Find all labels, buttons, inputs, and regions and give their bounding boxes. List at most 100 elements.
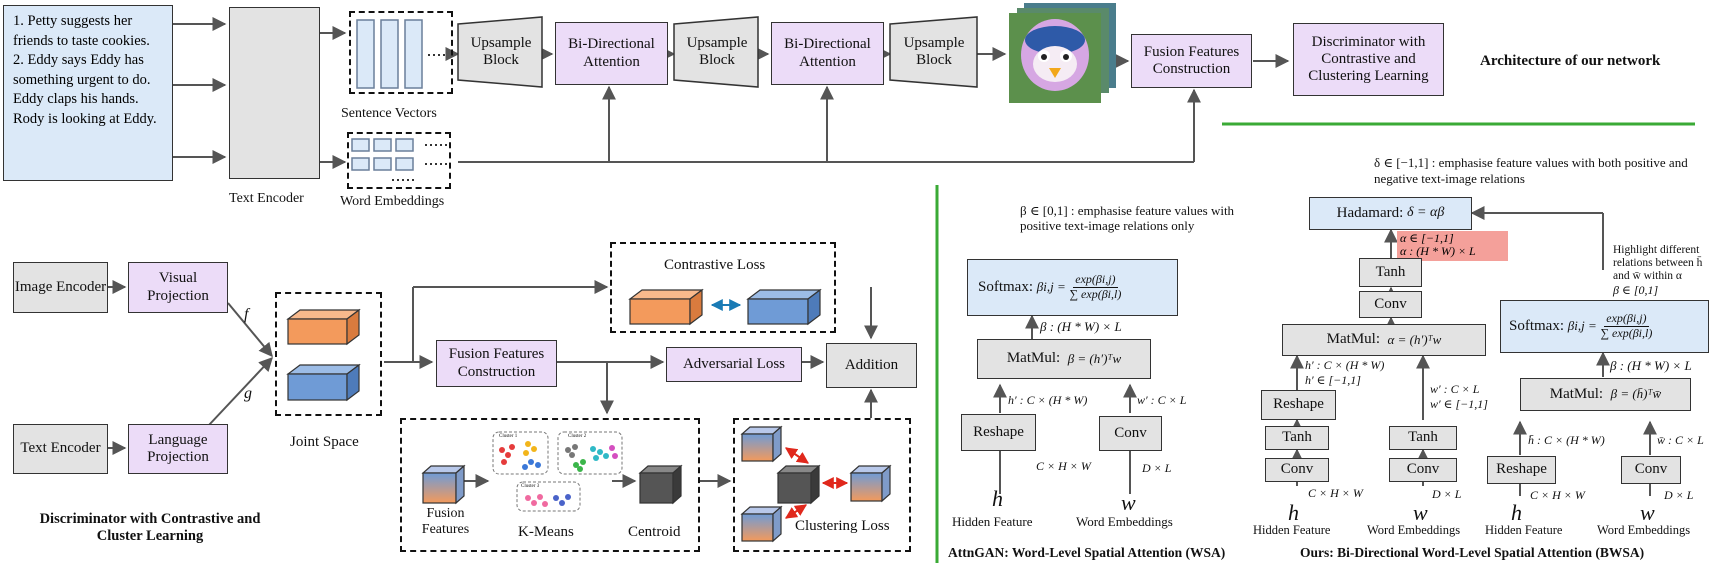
wsa-softmax-den: ∑ exp(βi,l)	[1069, 287, 1122, 301]
bwsa-wprime-dim: w′ : C × L	[1430, 382, 1480, 396]
contrastive-loss-label: Contrastive Loss	[664, 257, 766, 273]
wsa-matmul-box: MatMul: β = (h′)ᵀw	[977, 339, 1151, 379]
bwsa-softmax-box: Softmax: βi,j = exp(βi,j) ∑ exp(βi,l)	[1500, 300, 1709, 353]
bwsa-highlight-note: Highlight different relations between h̄…	[1613, 244, 1703, 283]
bwsa-hadamard-eq: δ = αβ	[1407, 205, 1445, 221]
adversarial-loss: Adversarial Loss	[666, 347, 802, 382]
story-text-box: 1. Petty suggests her friends to taste c…	[3, 5, 173, 181]
bwsa-h-dim: C × H × W	[1308, 486, 1363, 500]
text-encoder-label: Text Encoder	[229, 191, 304, 206]
wsa-caption: AttnGAN: Word-Level Spatial Attention (W…	[948, 545, 1226, 560]
bwsa-delta-note: δ ∈ [−1,1] : emphasise feature values wi…	[1374, 155, 1688, 187]
bwsa-reshape-left: Reshape	[1261, 390, 1336, 420]
wsa-h-symbol: h	[992, 486, 1003, 511]
upsample-block-2: Upsample Block	[686, 34, 748, 68]
bwsa-right-h-dim: C × H × W	[1530, 488, 1585, 502]
upsample-block-1: Upsample Block	[470, 34, 532, 68]
wsa-hprime-dim: h′ : C × (H * W)	[1008, 393, 1088, 407]
bwsa-wprime-range: w′ ∈ [−1,1]	[1430, 397, 1488, 411]
bwsa-beta-range: β ∈ [0,1]	[1613, 283, 1659, 297]
bwsa-conv-left: Conv	[1265, 458, 1329, 482]
text-encoder-top	[229, 7, 320, 179]
wsa-matmul-eq: β = (h′)ᵀw	[1067, 350, 1122, 366]
wsa-softmax-box: Softmax: βi,j = exp(βi,j) ∑ exp(βi,l)	[967, 259, 1178, 316]
cluster2-label: Cluster 2	[568, 434, 587, 439]
bwsa-hidden-label: Hidden Feature	[1253, 523, 1331, 537]
bwsa-w-symbol: w	[1413, 500, 1428, 525]
cluster-dots	[499, 441, 618, 507]
bwsa-softmax-label: Softmax:	[1509, 317, 1564, 334]
visual-projection: Visual Projection	[128, 262, 228, 313]
bwsa-softmax-num: exp(βi,j)	[1604, 311, 1649, 327]
addition-box: Addition	[826, 343, 917, 388]
language-projection: Language Projection	[128, 424, 228, 474]
wsa-beta-dim: β : (H * W) × L	[1040, 319, 1122, 334]
bwsa-hprime-range: h′ ∈ [−1,1]	[1305, 373, 1361, 387]
wsa-w-symbol: w	[1121, 490, 1136, 515]
wsa-matmul-label: MatMul:	[1006, 350, 1061, 367]
bwsa-right-w-dim: D × L	[1664, 488, 1694, 502]
g-label: g	[244, 385, 252, 402]
word-embeddings-box	[347, 132, 451, 189]
architecture-title: Architecture of our network	[1480, 53, 1661, 69]
bwsa-beta-dim: β : (H * W) × L	[1610, 358, 1692, 373]
wsa-hidden-label: Hidden Feature	[952, 514, 1033, 529]
text-encoder-bottom: Text Encoder	[13, 424, 108, 474]
image-encoder: Image Encoder	[13, 262, 108, 313]
wsa-softmax-label: Softmax:	[978, 278, 1033, 295]
wsa-wprime-dim: w′ : C × L	[1137, 393, 1187, 407]
bwsa-right-w-symbol: w	[1640, 500, 1655, 525]
bwsa-right-word-emb-label: Word Embeddings	[1597, 523, 1691, 537]
bwsa-conv-middle: Conv	[1389, 458, 1457, 482]
cluster3-label: Cluster 3	[521, 484, 540, 489]
bwsa-matmul-alpha-box: MatMul: α = (h′)ᵀw	[1282, 324, 1486, 356]
bwsa-h-symbol: h	[1288, 500, 1299, 525]
centroid-label: Centroid	[628, 524, 681, 540]
joint-space-box	[275, 292, 382, 416]
word-embeddings-label: Word Embeddings	[340, 194, 445, 209]
clustering-loss-label: Clustering Loss	[795, 518, 890, 534]
bwsa-right-hidden-label: Hidden Feature	[1485, 523, 1563, 537]
wsa-beta-note: β ∈ [0,1] : emphasise feature values wit…	[1020, 203, 1235, 233]
bwsa-tanh-left: Tanh	[1265, 426, 1329, 450]
sentence-vectors-box	[349, 11, 453, 94]
wsa-softmax-num: exp(βi,j)	[1073, 272, 1118, 288]
cluster1-label: Cluster 1	[499, 434, 518, 439]
bwsa-softmax-lhs: βi,j =	[1567, 318, 1597, 334]
bwsa-matmul-label: MatMul:	[1326, 331, 1381, 348]
wsa-conv-box: Conv	[1099, 416, 1162, 451]
discriminator-top: Discriminator with Contrastive and Clust…	[1293, 23, 1444, 96]
bwsa-alpha-dim: α : (H * W) × L	[1400, 243, 1476, 258]
bwsa-caption: Ours: Bi-Directional Word-Level Spatial …	[1300, 545, 1645, 560]
bwsa-w-dim: D × L	[1432, 487, 1462, 501]
bwsa-hbar-dim: h̄ : C × (H * W)	[1528, 433, 1605, 447]
bwsa-matmul-beta-eq: β = (h̄)ᵀw̄	[1610, 386, 1662, 402]
wsa-reshape-box: Reshape	[961, 414, 1036, 451]
bwsa-hadamard-box: Hadamard: δ = αβ	[1309, 197, 1472, 230]
wsa-h-dim: C × H × W	[1036, 459, 1091, 473]
bwsa-wbar-dim: w̄ : C × L	[1657, 433, 1704, 447]
bidirectional-attention-1: Bi-Directional Attention	[555, 22, 668, 85]
wsa-softmax-lhs: βi,j =	[1036, 279, 1066, 295]
discriminator-caption: Discriminator with Contrastive and Clust…	[39, 511, 261, 544]
bwsa-alpha-annotation: α ∈ [−1,1] α : (H * W) × L	[1397, 231, 1508, 261]
wsa-word-emb-label: Word Embeddings	[1076, 514, 1173, 529]
bwsa-matmul-alpha-eq: α = (h′)ᵀw	[1387, 331, 1442, 347]
fusion-features-label: Fusion Features	[421, 506, 470, 538]
joint-space-label: Joint Space	[290, 434, 359, 450]
upsample-block-3: Upsample Block	[903, 34, 965, 68]
bidirectional-attention-2: Bi-Directional Attention	[771, 22, 884, 85]
sentence-vectors-label: Sentence Vectors	[341, 106, 437, 121]
bwsa-word-emb-label: Word Embeddings	[1367, 523, 1461, 537]
bwsa-matmul-beta-box: MatMul: β = (h̄)ᵀw̄	[1520, 378, 1691, 411]
clustering-loss-box	[733, 418, 911, 552]
kmeans-box	[400, 418, 700, 552]
bwsa-alpha-range: α ∈ [−1,1]	[1400, 231, 1454, 245]
kmeans-label: K-Means	[518, 524, 574, 540]
bwsa-right-h-symbol: h	[1511, 500, 1522, 525]
bwsa-matmul-beta-label: MatMul:	[1549, 385, 1604, 402]
fusion-features-bottom: Fusion Features Construction	[436, 340, 557, 387]
bwsa-reshape-right: Reshape	[1487, 456, 1556, 484]
wsa-w-dim: D × L	[1142, 461, 1172, 475]
